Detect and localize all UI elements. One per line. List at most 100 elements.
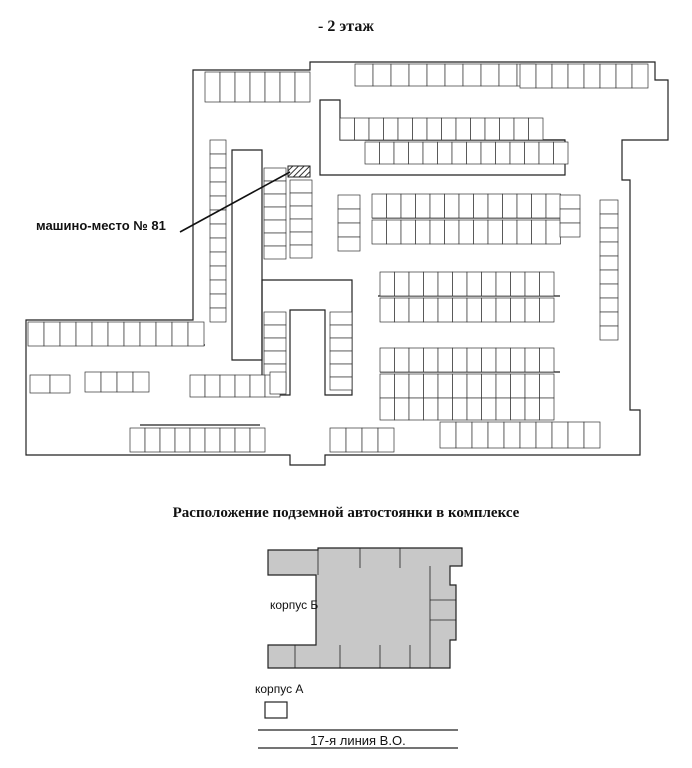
parking-stall xyxy=(91,321,109,347)
parking-stall xyxy=(458,219,474,245)
parking-stall xyxy=(289,218,313,233)
parking-stall xyxy=(439,421,457,449)
parking-stall xyxy=(189,374,206,398)
parking-stall xyxy=(329,311,353,326)
parking-stall xyxy=(429,219,445,245)
parking-stall xyxy=(361,427,379,453)
parking-stall xyxy=(599,213,619,229)
parking-stall xyxy=(599,283,619,299)
parking-stall xyxy=(422,141,438,165)
parking-stall xyxy=(377,427,395,453)
parking-stall xyxy=(139,321,157,347)
building-b-segments xyxy=(294,548,456,668)
parking-outline xyxy=(25,61,669,466)
parking-stall xyxy=(452,397,468,421)
parking-stall xyxy=(599,241,619,257)
building-b-label: корпус Б xyxy=(270,598,319,612)
parking-stall xyxy=(426,117,442,141)
parking-stall xyxy=(583,421,601,449)
parking-stall xyxy=(289,192,313,207)
parking-stall xyxy=(415,219,431,245)
parking-stall xyxy=(553,141,569,165)
parking-stall xyxy=(263,167,287,182)
parking-stall xyxy=(545,193,561,219)
parking-stall xyxy=(452,297,468,323)
parking-stall xyxy=(390,63,410,87)
parking-stall xyxy=(132,371,150,393)
parking-stall xyxy=(329,350,353,365)
parking-stall xyxy=(502,219,518,245)
parking-stall xyxy=(539,297,555,323)
parking-stall xyxy=(551,421,569,449)
callout-pointer xyxy=(179,171,291,233)
parking-stall xyxy=(107,321,125,347)
parking-stall xyxy=(437,397,453,421)
parking-stall xyxy=(209,167,227,183)
parking-stall xyxy=(209,265,227,281)
parking-stall xyxy=(289,179,313,194)
street-label: 17-я линия В.О. xyxy=(310,733,406,748)
parking-stall xyxy=(263,180,287,195)
parking-stall xyxy=(171,321,189,347)
parking-stall xyxy=(394,347,410,373)
parking-stall xyxy=(263,337,287,352)
parking-stall xyxy=(599,297,619,313)
parking-stall xyxy=(531,219,547,245)
parking-stall xyxy=(495,297,511,323)
building-b xyxy=(267,547,463,669)
parking-stall xyxy=(279,71,296,103)
parking-stall xyxy=(480,63,500,87)
parking-stall xyxy=(59,321,77,347)
parking-stall xyxy=(289,244,313,259)
parking-stall xyxy=(189,427,206,453)
parking-stall xyxy=(400,193,416,219)
parking-stall xyxy=(437,297,453,323)
parking-stall xyxy=(466,297,482,323)
parking-stall xyxy=(481,397,497,421)
parking-stall xyxy=(423,373,439,399)
parking-stall xyxy=(423,297,439,323)
parking-stall xyxy=(394,271,410,297)
parking-stall xyxy=(455,117,471,141)
parking-stall xyxy=(337,236,361,252)
parking-stall xyxy=(466,373,482,399)
parking-stall xyxy=(400,219,416,245)
parking-stall xyxy=(263,311,287,326)
parking-stall xyxy=(379,397,395,421)
parking-stall xyxy=(502,193,518,219)
callout-label: машино-место № 81 xyxy=(36,218,166,233)
parking-stall xyxy=(437,373,453,399)
parking-stall xyxy=(484,117,500,141)
parking-stall xyxy=(408,63,428,87)
parking-stall xyxy=(528,117,544,141)
parking-stall xyxy=(371,193,387,219)
parking-stall xyxy=(466,347,482,373)
parking-stall xyxy=(535,63,553,89)
parking-stall xyxy=(263,350,287,365)
parking-stall xyxy=(155,321,173,347)
parking-stall xyxy=(159,427,176,453)
parking-stall xyxy=(481,373,497,399)
parking-stall xyxy=(337,194,361,210)
parking-stall xyxy=(473,219,489,245)
parking-stall xyxy=(379,373,395,399)
parking-stall xyxy=(397,117,413,141)
parking-stall xyxy=(329,363,353,378)
parking-stall xyxy=(599,227,619,243)
parking-stall xyxy=(209,237,227,253)
parking-stall xyxy=(329,337,353,352)
parking-stall xyxy=(503,421,521,449)
parking-stall xyxy=(545,219,561,245)
parking-stall xyxy=(498,63,518,87)
parking-stall xyxy=(408,141,424,165)
building-a-label: корпус А xyxy=(255,682,304,696)
parking-stall xyxy=(408,271,424,297)
parking-stall xyxy=(249,427,266,453)
parking-stall xyxy=(219,71,236,103)
parking-stall xyxy=(599,199,619,215)
parking-stall xyxy=(84,371,102,393)
parking-stall xyxy=(209,279,227,295)
parking-stall xyxy=(599,269,619,285)
parking-stall xyxy=(470,117,486,141)
parking-stall xyxy=(144,427,161,453)
